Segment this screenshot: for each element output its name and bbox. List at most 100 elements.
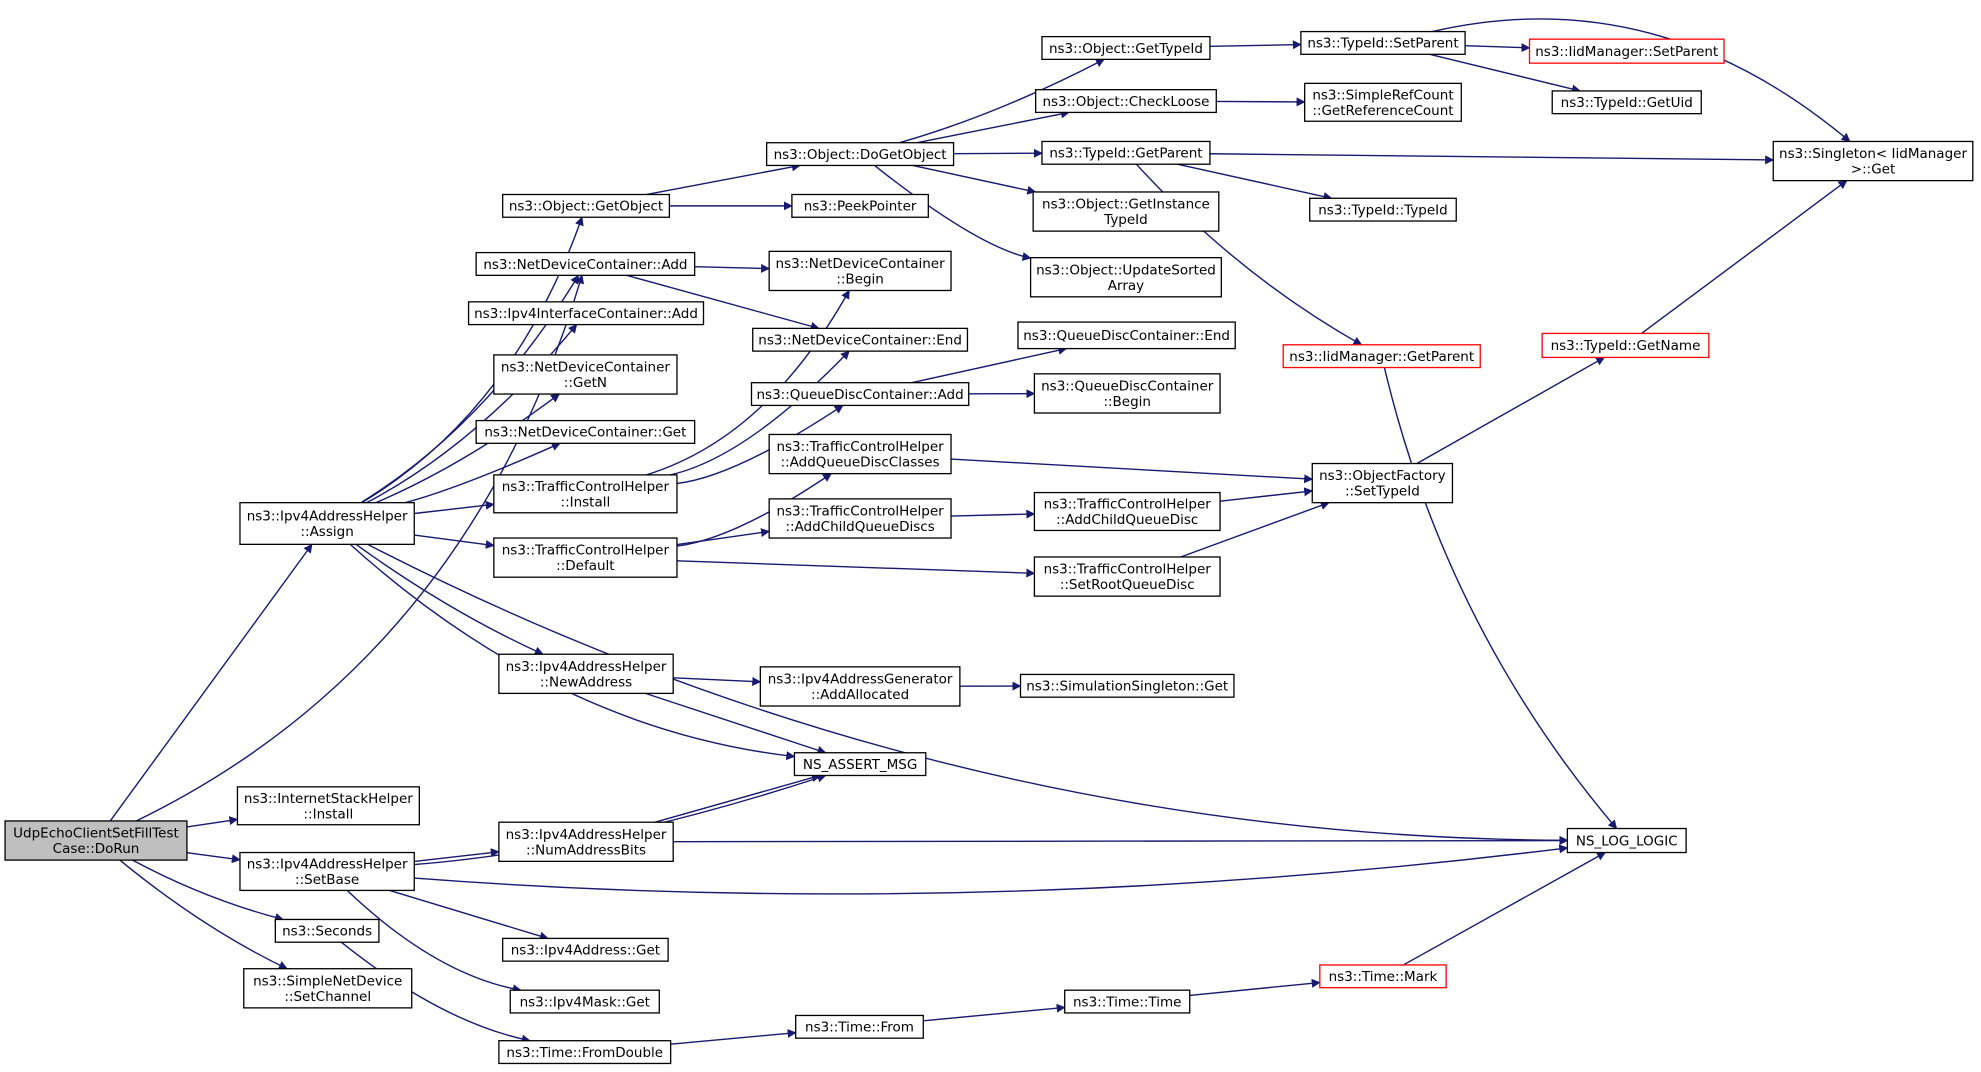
node-box[interactable] (498, 821, 674, 863)
node-timeMark[interactable]: ns3::Time::Mark (1319, 964, 1447, 989)
node-peekPointer[interactable]: ns3::PeekPointer (791, 193, 929, 218)
node-box[interactable] (759, 666, 961, 707)
node-box[interactable] (243, 968, 413, 1009)
node-objGetTypeId[interactable]: ns3::Object::GetTypeId (1041, 35, 1211, 61)
node-box[interactable] (1309, 197, 1457, 222)
node-box[interactable] (1029, 257, 1222, 298)
node-box[interactable] (1032, 191, 1220, 232)
node-box[interactable] (1772, 140, 1974, 182)
node-box[interactable] (1566, 827, 1687, 854)
node-simpleRefCount[interactable]: ns3::SimpleRefCount::GetReferenceCount (1304, 82, 1462, 122)
node-qdcBegin[interactable]: ns3::QueueDiscContainer::Begin (1033, 373, 1221, 414)
node-objFactSetTypeId[interactable]: ns3::ObjectFactory::SetTypeId (1311, 462, 1454, 504)
node-setRootQd[interactable]: ns3::TrafficControlHelper::SetRootQueueD… (1033, 556, 1221, 597)
node-nsLogLogic[interactable]: NS_LOG_LOGIC (1566, 827, 1687, 854)
node-box[interactable] (750, 382, 970, 407)
node-box[interactable] (1282, 344, 1481, 369)
node-box[interactable] (274, 918, 380, 943)
node-qdcEnd[interactable]: ns3::QueueDiscContainer::End (1017, 321, 1236, 350)
node-box[interactable] (236, 786, 420, 826)
node-box[interactable] (752, 327, 969, 352)
node-doGetObject[interactable]: ns3::Object::DoGetObject (765, 142, 955, 167)
node-singletonGet[interactable]: ns3::Singleton< IidManager >::Get (1772, 140, 1974, 182)
node-qdcAdd[interactable]: ns3::QueueDiscContainer::Add (750, 382, 970, 407)
node-fromDouble[interactable]: ns3::Time::FromDouble (498, 1040, 672, 1065)
node-ndcGetN[interactable]: ns3::NetDeviceContainer::GetN (493, 354, 678, 395)
node-box[interactable] (791, 193, 929, 218)
node-box[interactable] (1019, 673, 1235, 698)
node-box[interactable] (239, 502, 415, 546)
node-box[interactable] (498, 653, 674, 695)
node-box[interactable] (475, 419, 696, 444)
node-box[interactable] (1528, 38, 1725, 64)
node-tchInstall[interactable]: ns3::TrafficControlHelper::Install (493, 474, 678, 514)
node-box[interactable] (1033, 556, 1221, 597)
node-box[interactable] (1304, 82, 1462, 122)
node-objCheckLoose[interactable]: ns3::Object::CheckLoose (1035, 89, 1217, 114)
node-typeIdTypeId[interactable]: ns3::TypeId::TypeId (1309, 197, 1457, 222)
node-ipv4AddrGet[interactable]: ns3::Ipv4Address::Get (502, 937, 669, 962)
node-simSingletonGet[interactable]: ns3::SimulationSingleton::Get (1019, 673, 1235, 698)
node-box[interactable] (1319, 964, 1447, 989)
node-box[interactable] (765, 142, 955, 167)
node-box[interactable] (1541, 332, 1710, 359)
node-inetInstall[interactable]: ns3::InternetStackHelper::Install (236, 786, 420, 826)
node-typeIdGetName[interactable]: ns3::TypeId::GetName (1541, 332, 1710, 359)
node-box[interactable] (1041, 140, 1211, 165)
node-box[interactable] (1551, 90, 1702, 115)
node-typeIdSetParent[interactable]: ns3::TypeId::SetParent (1300, 30, 1466, 55)
node-ndcGet[interactable]: ns3::NetDeviceContainer::Get (475, 419, 696, 444)
node-typeIdGetParent[interactable]: ns3::TypeId::GetParent (1041, 140, 1211, 165)
node-ipv4Assign[interactable]: ns3::Ipv4AddressHelper::Assign (239, 502, 415, 546)
node-box[interactable] (509, 989, 660, 1014)
node-iidGetParent[interactable]: ns3::IidManager::GetParent (1282, 344, 1481, 369)
node-ipv4SetBase[interactable]: ns3::Ipv4AddressHelper::SetBase (239, 851, 415, 892)
node-addChildQd[interactable]: ns3::TrafficControlHelper::AddChildQueue… (1033, 491, 1221, 532)
node-ndcEnd[interactable]: ns3::NetDeviceContainer::End (752, 327, 969, 352)
node-timeFrom[interactable]: ns3::Time::From (795, 1014, 924, 1039)
node-ndcBegin[interactable]: ns3::NetDeviceContainer::Begin (768, 250, 952, 292)
node-addQdClasses[interactable]: ns3::TrafficControlHelper::AddQueueDiscC… (768, 433, 952, 475)
node-box[interactable] (768, 250, 952, 292)
node-box[interactable] (467, 301, 705, 326)
node-box[interactable] (498, 1040, 672, 1065)
node-timeTime[interactable]: ns3::Time::Time (1064, 989, 1191, 1014)
node-box[interactable] (239, 851, 415, 892)
node-ipv4MaskGet[interactable]: ns3::Ipv4Mask::Get (509, 989, 660, 1014)
node-newAddress[interactable]: ns3::Ipv4AddressHelper::NewAddress (498, 653, 674, 695)
node-box[interactable] (1017, 321, 1236, 350)
node-getObject[interactable]: ns3::Object::GetObject (502, 193, 671, 218)
node-nsAssert[interactable]: NS_ASSERT_MSG (793, 752, 927, 777)
node-addrGenAddAlloc[interactable]: ns3::Ipv4AddressGenerator::AddAllocated (759, 666, 961, 707)
node-box[interactable] (4, 820, 188, 861)
node-box[interactable] (475, 251, 696, 276)
node-box[interactable] (493, 474, 678, 514)
node-seconds[interactable]: ns3::Seconds (274, 918, 380, 943)
node-iidSetParent[interactable]: ns3::IidManager::SetParent (1528, 38, 1725, 64)
node-box[interactable] (1064, 989, 1191, 1014)
node-addChildQds[interactable]: ns3::TrafficControlHelper::AddChildQueue… (768, 498, 952, 539)
node-typeIdGetUid[interactable]: ns3::TypeId::GetUid (1551, 90, 1702, 115)
node-box[interactable] (793, 752, 927, 777)
node-numAddrBits[interactable]: ns3::Ipv4AddressHelper::NumAddressBits (498, 821, 674, 863)
node-box[interactable] (502, 193, 671, 218)
node-box[interactable] (493, 537, 678, 578)
node-simpleSetChannel[interactable]: ns3::SimpleNetDevice::SetChannel (243, 968, 413, 1009)
node-box[interactable] (768, 433, 952, 475)
node-box[interactable] (1041, 35, 1211, 61)
node-box[interactable] (795, 1014, 924, 1039)
node-box[interactable] (493, 354, 678, 395)
node-box[interactable] (1300, 30, 1466, 55)
node-box[interactable] (1035, 89, 1217, 114)
node-tchDefault[interactable]: ns3::TrafficControlHelper::Default (493, 537, 678, 578)
node-box[interactable] (768, 498, 952, 539)
node-box[interactable] (502, 937, 669, 962)
node-ipv4IfcAdd[interactable]: ns3::Ipv4InterfaceContainer::Add (467, 301, 705, 326)
node-box[interactable] (1033, 373, 1221, 414)
node-box[interactable] (1311, 462, 1454, 504)
node-box[interactable] (1033, 491, 1221, 532)
node-ndcAdd[interactable]: ns3::NetDeviceContainer::Add (475, 251, 696, 276)
